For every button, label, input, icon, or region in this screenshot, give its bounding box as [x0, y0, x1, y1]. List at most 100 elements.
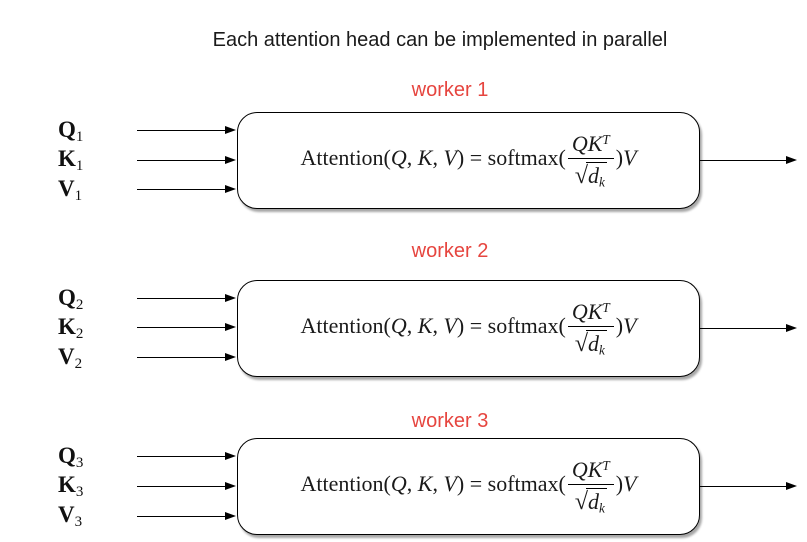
arrowhead-icon	[786, 324, 797, 333]
attention-box: Attention(Q, K, V) = softmax(QKT√dk)V	[237, 112, 700, 209]
output-arrow	[700, 156, 797, 165]
input-arrow-k	[137, 323, 236, 332]
attention-formula: Attention(Q, K, V) = softmax(QKT√dk)V	[300, 457, 636, 515]
input-subscript: 3	[74, 514, 83, 530]
formula-output-var: V	[623, 471, 637, 497]
input-arrow-k	[137, 156, 236, 165]
input-arrow-q	[137, 452, 236, 461]
denominator-base: d	[588, 330, 600, 356]
arrowhead-icon	[225, 126, 236, 135]
denominator-subscript: k	[599, 499, 605, 515]
input-label-q: Q2	[58, 285, 84, 313]
output-arrow	[700, 482, 797, 491]
formula-arg-k: K	[417, 471, 433, 497]
formula-arg-k: K	[417, 145, 433, 171]
output-arrow	[700, 324, 797, 333]
input-arrow-k	[137, 482, 236, 491]
formula-comma: ,	[432, 145, 444, 171]
formula-close-paren: )	[615, 471, 624, 497]
formula-comma: ,	[406, 145, 418, 171]
input-base: K	[58, 472, 76, 497]
input-label-v: V2	[58, 344, 83, 372]
formula-comma: ,	[406, 471, 418, 497]
input-label-q: Q3	[58, 443, 84, 471]
denominator-subscript: k	[599, 341, 605, 357]
formula-arg-v: V	[443, 145, 457, 171]
arrowhead-icon	[225, 353, 236, 362]
arrowhead-icon	[225, 452, 236, 461]
arrowhead-icon	[225, 323, 236, 332]
input-base: K	[58, 146, 76, 171]
worker-label: worker 2	[411, 240, 489, 262]
input-label-k: K3	[58, 472, 83, 500]
formula-comma: ,	[406, 313, 418, 339]
formula-close-paren: )	[615, 145, 624, 171]
input-subscript: 2	[75, 297, 84, 313]
input-subscript: 1	[74, 188, 83, 204]
input-base: Q	[58, 117, 76, 142]
formula-comma: ,	[432, 471, 444, 497]
input-subscript: 2	[74, 356, 83, 372]
arrowhead-icon	[225, 482, 236, 491]
input-base: Q	[58, 443, 76, 468]
input-arrow-v	[137, 185, 236, 194]
fraction-numerator: QKT	[568, 457, 614, 483]
fraction-bar	[567, 483, 614, 485]
input-subscript: 1	[75, 129, 84, 145]
input-label-v: V3	[58, 502, 83, 530]
input-base: K	[58, 314, 76, 339]
formula-function-name: Attention(	[300, 313, 391, 339]
fraction-bar	[567, 157, 614, 159]
formula-arg-q: Q	[390, 313, 407, 339]
arrowhead-icon	[225, 512, 236, 521]
arrowhead-icon	[225, 294, 236, 303]
arrowhead-icon	[225, 156, 236, 165]
input-base: Q	[58, 285, 76, 310]
input-label-q: Q1	[58, 117, 84, 145]
numerator-base: QK	[571, 299, 603, 325]
formula-close-paren: )	[615, 313, 624, 339]
fraction: QKT√dk	[567, 457, 614, 516]
input-subscript: 3	[75, 455, 84, 471]
formula-arg-v: V	[443, 471, 457, 497]
formula-comma: ,	[432, 313, 444, 339]
radicand: dk	[586, 161, 607, 189]
fraction: QKT√dk	[567, 131, 614, 190]
numerator-superscript: T	[602, 300, 610, 316]
numerator-superscript: T	[602, 458, 610, 474]
fraction-denominator: √dk	[568, 327, 614, 358]
arrowhead-icon	[225, 185, 236, 194]
fraction-denominator: √dk	[568, 485, 614, 516]
input-arrow-v	[137, 512, 236, 521]
radicand: dk	[586, 329, 607, 357]
input-base: V	[58, 176, 75, 201]
input-arrow-q	[137, 294, 236, 303]
input-arrow-v	[137, 353, 236, 362]
worker-label: worker 3	[411, 410, 489, 432]
sqrt-icon: √	[574, 487, 589, 515]
input-base: V	[58, 344, 75, 369]
formula-equals-softmax: ) = softmax(	[456, 471, 566, 497]
arrowhead-icon	[786, 482, 797, 491]
input-arrow-q	[137, 126, 236, 135]
input-subscript: 2	[75, 326, 84, 342]
formula-arg-q: Q	[390, 145, 407, 171]
attention-formula: Attention(Q, K, V) = softmax(QKT√dk)V	[300, 131, 636, 189]
fraction-denominator: √dk	[568, 159, 614, 190]
formula-arg-q: Q	[390, 471, 407, 497]
input-label-k: K1	[58, 146, 83, 174]
attention-box: Attention(Q, K, V) = softmax(QKT√dk)V	[237, 438, 700, 535]
radicand: dk	[586, 487, 607, 515]
fraction: QKT √dk	[567, 299, 614, 358]
sqrt-icon: √	[574, 329, 589, 357]
input-base: V	[58, 502, 75, 527]
attention-box: Attention(Q, K, V) = softmax(QKT√dk)V	[237, 280, 700, 377]
formula-arg-k: K	[417, 313, 433, 339]
attention-formula: Attention(Q, K, V) = softmax(QKT√dk)V	[300, 299, 636, 357]
input-label-k: K2	[58, 314, 84, 342]
arrowhead-icon	[786, 156, 797, 165]
